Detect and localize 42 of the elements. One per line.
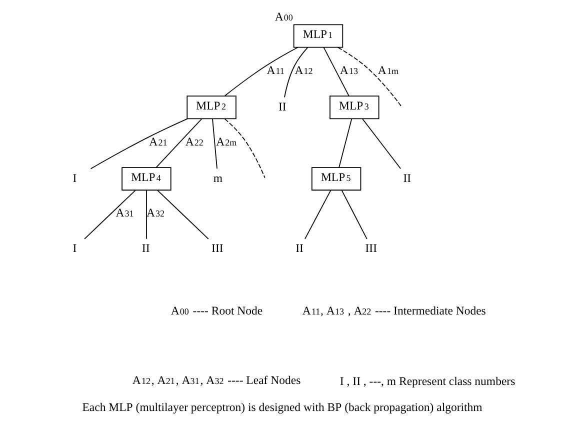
connector xyxy=(362,118,401,170)
connector xyxy=(156,190,208,240)
node-box: MLP3 xyxy=(329,96,379,120)
edge-label: A22 xyxy=(184,135,203,148)
connector xyxy=(338,118,352,168)
label: A11, A13 , A22 ---- Intermediate Nodes xyxy=(302,304,486,318)
node-box: MLP5 xyxy=(310,167,361,191)
node-text: II xyxy=(141,242,150,255)
node-text: III xyxy=(364,242,377,255)
edge-label: A12 xyxy=(294,64,312,77)
connector xyxy=(340,190,367,240)
connector xyxy=(224,46,298,96)
connector xyxy=(212,118,217,170)
node-text: I xyxy=(72,242,76,255)
node-box: MLP1 xyxy=(292,24,343,48)
node-text: m xyxy=(212,172,222,185)
node-label: A00 xyxy=(274,10,292,24)
edge-label: A13 xyxy=(339,64,358,77)
caption: Each MLP (multilayer perceptron) is designed with BP (back propagation) algorithm xyxy=(82,401,482,414)
node-box: MLP4 xyxy=(121,167,171,191)
node-box: MLP2 xyxy=(186,96,236,120)
node-text: II xyxy=(295,242,303,255)
node-text: II xyxy=(278,100,286,114)
node-text: II xyxy=(402,172,411,185)
connector xyxy=(284,47,308,98)
label: I , II , ---, m Represent class numbers xyxy=(339,374,515,388)
connector xyxy=(90,118,188,170)
edge-label: A1m xyxy=(377,64,398,77)
connector xyxy=(224,118,265,178)
connector xyxy=(336,46,402,107)
edge-label: A11 xyxy=(266,64,284,77)
connector xyxy=(304,190,331,240)
edge-label: A21 xyxy=(148,135,167,148)
node-text: I xyxy=(72,172,76,185)
edge-label: A31 xyxy=(115,206,134,220)
edge-label: A2m xyxy=(216,135,236,148)
node-text: III xyxy=(211,242,223,255)
connector xyxy=(322,47,349,97)
label: A00 ---- Root Node xyxy=(170,304,262,318)
connector xyxy=(84,190,136,240)
label: A12, A21, A31, A32 ---- Leaf Nodes xyxy=(132,374,300,387)
connector xyxy=(155,118,202,168)
